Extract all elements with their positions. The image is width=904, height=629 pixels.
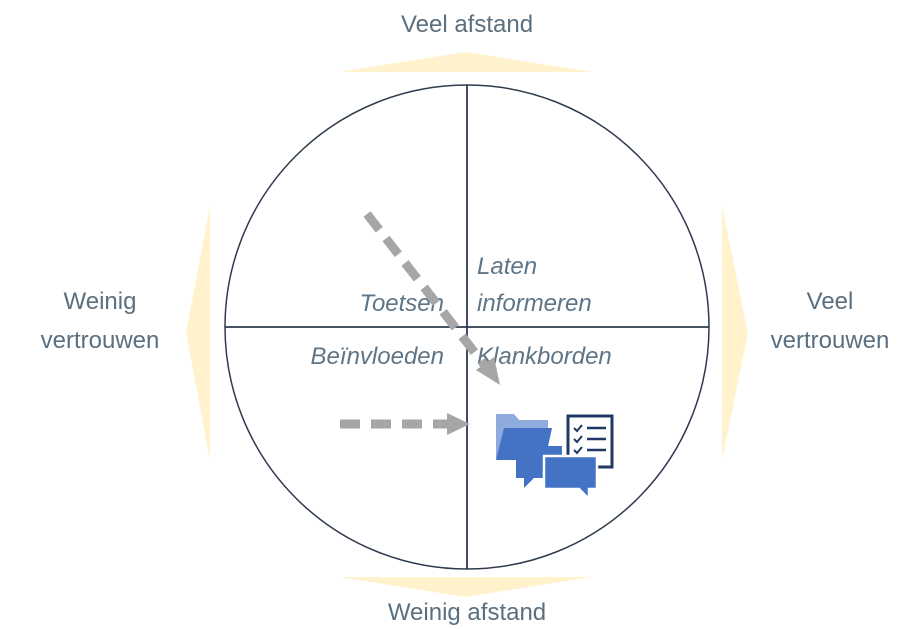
label-weinig-afstand: Weinig afstand [388,599,546,626]
arrow-down-weinig-afstand [340,577,592,597]
quadrant-beinvloeden: Beïnvloeden [311,343,444,370]
label-weinig-vertrouwen-line2: vertrouwen [41,327,160,354]
label-veel-afstand: Veel afstand [401,11,533,38]
label-veel-vertrouwen-line2: vertrouwen [771,327,890,354]
dashed-arrow-horizontal [340,413,470,435]
quadrant-klankborden: Klankborden [477,343,612,370]
quadrant-laten-line2: informeren [477,290,592,317]
arrow-left-weinig-vertrouwen [186,206,210,460]
label-veel-vertrouwen-line1: Veel [807,288,854,315]
arrow-right-veel-vertrouwen [722,206,748,460]
quadrant-laten-line1: Laten [477,253,537,280]
document-collaboration-icon-group [496,414,614,503]
dashed-arrow-diagonal [363,211,500,385]
label-weinig-vertrouwen-line1: Weinig [64,288,137,315]
chat-bubbles-icon [516,446,599,503]
arrow-up-veel-afstand [340,52,592,72]
